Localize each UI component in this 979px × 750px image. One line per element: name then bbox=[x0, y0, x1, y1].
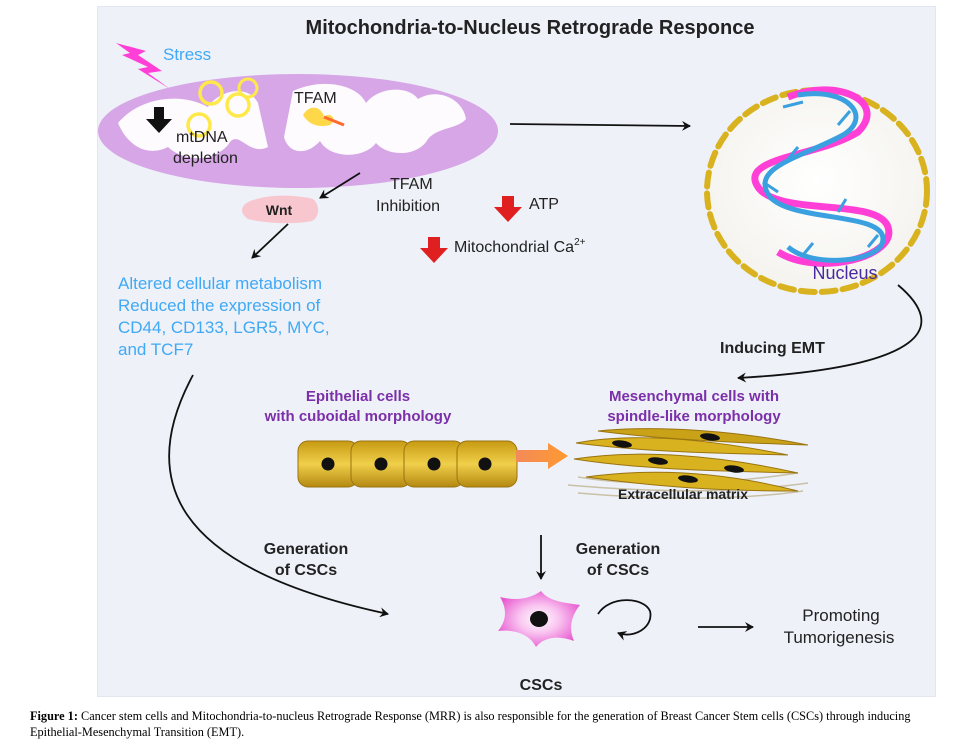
mesenchymal-cells bbox=[567, 428, 809, 499]
nucleus bbox=[704, 86, 930, 295]
self-renewal-loop-arrow bbox=[597, 599, 652, 641]
figure-panel: Mitochondria-to-Nucleus Retrograde Respo… bbox=[97, 6, 936, 697]
mtdna-label: mtDNA bbox=[176, 129, 228, 146]
mesenchymal-label: Mesenchymal cells with bbox=[609, 388, 779, 405]
epithelial-label-2: with cuboidal morphology bbox=[264, 408, 452, 425]
gen-left-label-2: of CSCs bbox=[275, 562, 337, 579]
epithelial-label: Epithelial cells bbox=[306, 388, 410, 405]
epithelial-cells bbox=[297, 440, 518, 488]
csc-cell bbox=[498, 591, 580, 647]
inducing-emt-label: Inducing EMT bbox=[720, 340, 825, 357]
altered-line-4: and TCF7 bbox=[118, 340, 193, 359]
nucleus-label: Nucleus bbox=[812, 263, 877, 283]
stress-label: Stress bbox=[163, 45, 211, 64]
mtdna-depletion-label: depletion bbox=[173, 150, 238, 167]
mito-ca-superscript: 2+ bbox=[574, 237, 586, 248]
promoting-label: Promoting bbox=[802, 606, 879, 625]
orange-right-arrow-icon bbox=[516, 443, 568, 469]
mesenchymal-label-2: spindle-like morphology bbox=[607, 408, 781, 425]
gen-right-label: Generation bbox=[576, 541, 660, 558]
mito-ca-text: Mitochondrial Ca bbox=[454, 239, 574, 256]
arrow-left-to-cscs bbox=[168, 374, 389, 618]
ecm-label: Extracellular matrix bbox=[618, 486, 748, 502]
diagram-title: Mitochondria-to-Nucleus Retrograde Respo… bbox=[306, 17, 755, 39]
arrow-to-altered bbox=[251, 223, 289, 259]
altered-metabolism-text: Altered cellular metabolism Reduced the … bbox=[118, 274, 330, 359]
altered-line-2: Reduced the expression of bbox=[118, 296, 321, 315]
figure-caption: Figure 1: Cancer stem cells and Mitochon… bbox=[30, 708, 960, 740]
down-arrow-icon bbox=[146, 107, 172, 133]
ca-down-arrow-icon bbox=[420, 237, 448, 263]
altered-line-3: CD44, CD133, LGR5, MYC, bbox=[118, 318, 330, 337]
tfam-inhibition-label: TFAM bbox=[390, 176, 433, 193]
caption-text: Cancer stem cells and Mitochondria-to-nu… bbox=[30, 709, 911, 739]
tumorigenesis-label: Tumorigenesis bbox=[784, 628, 895, 647]
wnt-label: Wnt bbox=[266, 202, 293, 218]
wnt-shape bbox=[242, 195, 319, 224]
atp-label: ATP bbox=[529, 196, 559, 213]
cscs-label: CSCs bbox=[520, 677, 563, 694]
lightning-icon bbox=[116, 43, 170, 89]
mito-ca-label: Mitochondrial Ca2+ bbox=[454, 237, 586, 256]
altered-line-1: Altered cellular metabolism bbox=[118, 274, 322, 293]
tfam-inhibition-label-2: Inhibition bbox=[376, 198, 440, 215]
tfam-label: TFAM bbox=[294, 90, 337, 107]
gen-right-label-2: of CSCs bbox=[587, 562, 649, 579]
arrow-inducing-emt bbox=[737, 284, 923, 383]
caption-label: Figure 1: bbox=[30, 709, 78, 723]
gen-left-label: Generation bbox=[264, 541, 348, 558]
arrow-to-nucleus bbox=[509, 120, 691, 131]
arrow-to-wnt bbox=[319, 172, 361, 199]
atp-down-arrow-icon bbox=[494, 196, 522, 222]
diagram-canvas: Mitochondria-to-Nucleus Retrograde Respo… bbox=[98, 17, 930, 694]
